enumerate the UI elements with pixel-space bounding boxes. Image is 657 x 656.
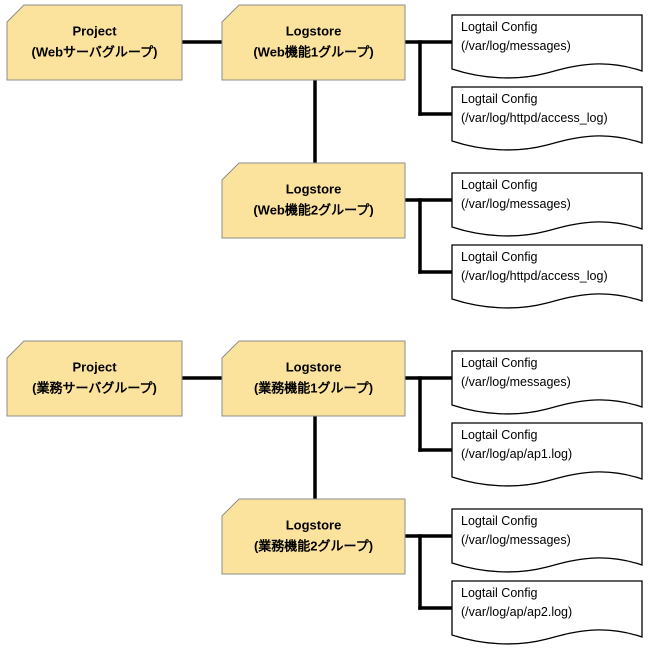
logstore-box-2-2-title: Logstore (286, 518, 342, 533)
logtail-config-2-2-1-path: (/var/log/messages) (461, 533, 571, 547)
logstore-box-1-1-shape (221, 4, 406, 81)
project-box-1-subtitle: (Webサーバグループ) (32, 45, 158, 60)
logtail-config-2-2-1-shape (451, 508, 643, 573)
logtail-config-2-2-1-title: Logtail Config (461, 514, 537, 528)
logtail-config-1-1-1: Logtail Config (/var/log/messages) (451, 14, 643, 79)
logstore-box-1-1-title: Logstore (286, 24, 342, 39)
logstore-box-1-2-subtitle: (Web機能2グループ) (253, 203, 373, 218)
logstore-box-1-2-shape (221, 162, 406, 239)
logstore-box-1-2-title: Logstore (286, 182, 342, 197)
project-box-2-subtitle: (業務サーバグループ) (32, 381, 157, 396)
logtail-config-1-2-1-path: (/var/log/messages) (461, 197, 571, 211)
logtail-config-2-1-1-title: Logtail Config (461, 356, 537, 370)
nodes-layer: Project(Webサーバグループ)Logstore(Web機能1グループ)L… (6, 4, 643, 645)
project-box-2-shape (6, 340, 183, 417)
logtail-config-1-1-2-title: Logtail Config (461, 92, 537, 106)
logstore-box-2-1-title: Logstore (286, 360, 342, 375)
project-box-1: Project (Webサーバグループ) (6, 4, 183, 81)
logtail-config-2-1-1-path: (/var/log/messages) (461, 375, 571, 389)
logstore-box-2-1: Logstore (業務機能1グループ) (221, 340, 406, 417)
logtail-config-2-2-1: Logtail Config (/var/log/messages) (451, 508, 643, 573)
logstore-box-2-1-subtitle: (業務機能1グループ) (254, 381, 373, 396)
logstore-box-1-1-subtitle: (Web機能1グループ) (253, 45, 373, 60)
logstore-box-2-2-subtitle: (業務機能2グループ) (254, 539, 373, 554)
logstore-box-1-2: Logstore (Web機能2グループ) (221, 162, 406, 239)
logtail-config-1-1-1-path: (/var/log/messages) (461, 39, 571, 53)
logtail-config-1-2-1-title: Logtail Config (461, 178, 537, 192)
logstore-box-1-1: Logstore (Web機能1グループ) (221, 4, 406, 81)
logtail-config-1-1-2-path: (/var/log/httpd/access_log) (461, 111, 608, 125)
logtail-config-2-1-2-title: Logtail Config (461, 428, 537, 442)
logstore-box-2-2: Logstore (業務機能2グループ) (221, 498, 406, 575)
logtail-config-1-2-2: Logtail Config (/var/log/httpd/access_log… (451, 244, 643, 309)
logtail-config-1-1-1-shape (451, 14, 643, 79)
project-box-2: Project (業務サーバグループ) (6, 340, 183, 417)
logtail-config-1-1-2-shape (451, 86, 643, 151)
logtail-config-2-1-2-path: (/var/log/ap/ap1.log) (461, 447, 572, 461)
logtail-config-1-2-2-path: (/var/log/httpd/access_log) (461, 269, 608, 283)
logstore-box-2-1-shape (221, 340, 406, 417)
logtail-config-2-2-2-shape (451, 580, 643, 645)
connectors-layer (180, 40, 454, 610)
logtail-config-1-2-1-shape (451, 172, 643, 237)
logtail-config-1-2-1: Logtail Config (/var/log/messages) (451, 172, 643, 237)
logstore-box-2-2-shape (221, 498, 406, 575)
logtail-config-2-2-2-title: Logtail Config (461, 586, 537, 600)
logtail-config-1-2-2-shape (451, 244, 643, 309)
project-box-1-shape (6, 4, 183, 81)
logtail-config-1-1-2: Logtail Config (/var/log/httpd/access_log… (451, 86, 643, 151)
logtail-config-1-1-1-title: Logtail Config (461, 20, 537, 34)
logtail-config-2-1-2: Logtail Config (/var/log/ap/ap1.log) (451, 422, 643, 487)
logtail-config-2-2-2-path: (/var/log/ap/ap2.log) (461, 605, 572, 619)
logtail-config-2-1-2-shape (451, 422, 643, 487)
logtail-config-1-2-2-title: Logtail Config (461, 250, 537, 264)
logtail-config-2-2-2: Logtail Config (/var/log/ap/ap2.log) (451, 580, 643, 645)
logtail-config-2-1-1: Logtail Config (/var/log/messages) (451, 350, 643, 415)
logtail-config-2-1-1-shape (451, 350, 643, 415)
project-box-1-title: Project (72, 24, 117, 39)
project-box-2-title: Project (72, 360, 117, 375)
